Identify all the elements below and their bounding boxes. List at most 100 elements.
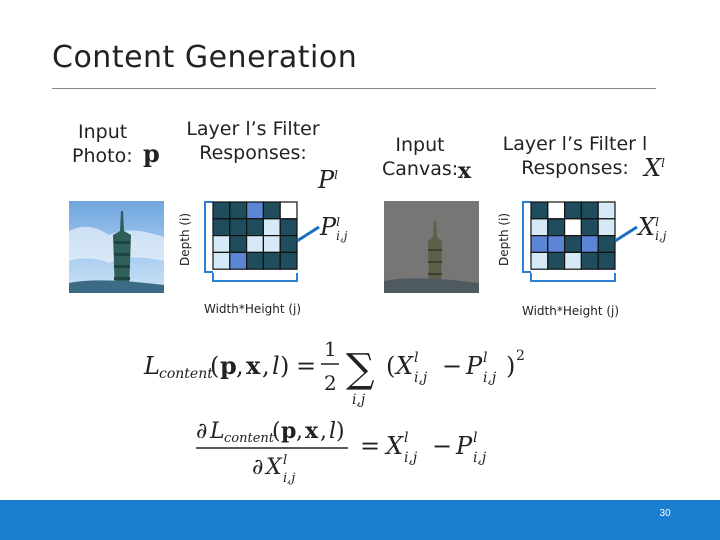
- content-loss-svg: L content ( p , x , l ) = 1 2 ∑ i,j ( X …: [143, 337, 525, 408]
- left-filter-matrix: [204, 201, 320, 282]
- svg-text:i,j: i,j: [473, 450, 487, 466]
- left-grid-cell-3-1: [229, 251, 248, 270]
- input-photo-label: Input Photo:: [72, 120, 134, 168]
- svg-text:P: P: [455, 432, 473, 460]
- right-filter-matrix: [522, 201, 638, 282]
- left-grid-cell-0-4: [279, 201, 298, 220]
- left-filter-label: Layer l’s Filter Responses:: [178, 117, 328, 165]
- left-grid-cell-1-4: [279, 218, 298, 237]
- svg-text:l: l: [414, 350, 418, 366]
- svg-text:(: (: [272, 419, 281, 444]
- svg-text:∂: ∂: [196, 419, 207, 444]
- left-width-bracket: [212, 273, 298, 282]
- canvas-symbol-x: x: [458, 158, 472, 184]
- left-filter-label-line1: Layer l’s Filter: [186, 118, 320, 140]
- right-entry-sup: l: [655, 214, 659, 229]
- svg-text:l: l: [473, 430, 477, 446]
- svg-text:2: 2: [516, 348, 525, 364]
- svg-text:l: l: [272, 352, 280, 380]
- right-filter-label-line1: Layer l’s Filter l: [502, 133, 648, 155]
- svg-text:(: (: [210, 352, 219, 380]
- right-depth-label: Depth (i): [497, 212, 511, 266]
- matrix-symbol-X-sup: l: [661, 156, 665, 170]
- svg-text:,: ,: [236, 352, 244, 380]
- input-canvas-label-line1: Input: [395, 134, 445, 156]
- right-depth-bracket: [522, 201, 531, 273]
- left-grid-cell-0-0: [212, 201, 231, 220]
- left-grid-cell-0-1: [229, 201, 248, 220]
- matrix-symbol-P-base: P: [318, 166, 335, 194]
- svg-text:2: 2: [324, 371, 337, 395]
- footer-bar: [0, 500, 720, 540]
- right-grid-cell-0-4: [597, 201, 616, 220]
- matrix-symbol-P-sup: l: [334, 168, 338, 182]
- right-entry-sub: i,j: [655, 228, 667, 243]
- left-grid-cell-1-2: [245, 218, 264, 237]
- right-grid-cell-0-1: [547, 201, 566, 220]
- right-grid-cell-3-4: [597, 251, 616, 270]
- matrix-symbol-P: Pl: [318, 166, 338, 194]
- svg-text:i,j: i,j: [404, 450, 418, 466]
- left-entry-sub: i,j: [336, 228, 348, 243]
- content-loss-equation: L content ( p , x , l ) = 1 2 ∑ i,j ( X …: [140, 328, 610, 412]
- left-grid-cell-1-0: [212, 218, 231, 237]
- right-grid-cell-0-2: [563, 201, 582, 220]
- left-grid-cell-3-0: [212, 251, 231, 270]
- left-entry-base: P: [320, 213, 337, 241]
- input-canvas-svg: [384, 201, 479, 293]
- svg-text:X: X: [264, 455, 283, 480]
- right-grid-cell-2-4: [597, 234, 616, 253]
- right-grid-cell-3-3: [580, 251, 599, 270]
- svg-text:−: −: [432, 432, 452, 460]
- svg-text:i,j: i,j: [283, 471, 295, 486]
- input-canvas-image: [384, 201, 479, 293]
- left-grid-cell-1-1: [229, 218, 248, 237]
- svg-text:x: x: [305, 418, 319, 444]
- photo-symbol-p: p: [143, 139, 160, 168]
- input-photo-label-line1: Input: [78, 121, 128, 143]
- svg-text:i,j: i,j: [352, 392, 366, 408]
- svg-text:X: X: [384, 432, 404, 460]
- svg-text:(: (: [386, 352, 395, 380]
- right-entry-arrow: [614, 225, 638, 243]
- right-grid-cell-1-3: [580, 218, 599, 237]
- left-grid-cell-3-3: [262, 251, 281, 270]
- svg-text:,: ,: [296, 419, 303, 444]
- right-grid-cell-2-0: [530, 234, 549, 253]
- svg-text:−: −: [442, 352, 462, 380]
- input-photo-image: [69, 201, 164, 293]
- left-grid-cell-0-2: [245, 201, 264, 220]
- input-canvas-label-line2: Canvas:: [382, 158, 459, 180]
- svg-text:X: X: [394, 352, 414, 380]
- svg-text:l: l: [404, 430, 408, 446]
- svg-text:=: =: [360, 432, 380, 460]
- right-grid-cell-1-1: [547, 218, 566, 237]
- left-grid-cell-3-2: [245, 251, 264, 270]
- right-grid-cell-2-1: [547, 234, 566, 253]
- left-depth-bracket: [204, 201, 213, 273]
- svg-text:l: l: [283, 453, 287, 468]
- input-canvas-label: Input Canvas:: [382, 133, 458, 181]
- svg-text:content: content: [224, 431, 275, 446]
- left-grid-cell-2-0: [212, 234, 231, 253]
- left-grid-cell-1-3: [262, 218, 281, 237]
- right-grid-cell-2-3: [580, 234, 599, 253]
- svg-text:1: 1: [324, 337, 337, 361]
- left-grid-cell-2-1: [229, 234, 248, 253]
- svg-text:L: L: [143, 352, 160, 380]
- right-grid-cell-1-0: [530, 218, 549, 237]
- left-width-label: Width*Height (j): [204, 302, 302, 316]
- page-number: 30: [659, 508, 671, 519]
- right-entry-base: X: [638, 213, 656, 241]
- slide-title: Content Generation: [52, 40, 358, 75]
- left-entry-arrow: [296, 225, 320, 243]
- svg-text:content: content: [159, 366, 213, 382]
- svg-text:,: ,: [320, 419, 327, 444]
- svg-text:p: p: [281, 418, 296, 444]
- right-width-label: Width*Height (j): [522, 304, 620, 318]
- right-grid-cell-1-2: [563, 218, 582, 237]
- svg-text:,: ,: [262, 352, 270, 380]
- left-filter-label-line2: Responses:: [199, 142, 307, 164]
